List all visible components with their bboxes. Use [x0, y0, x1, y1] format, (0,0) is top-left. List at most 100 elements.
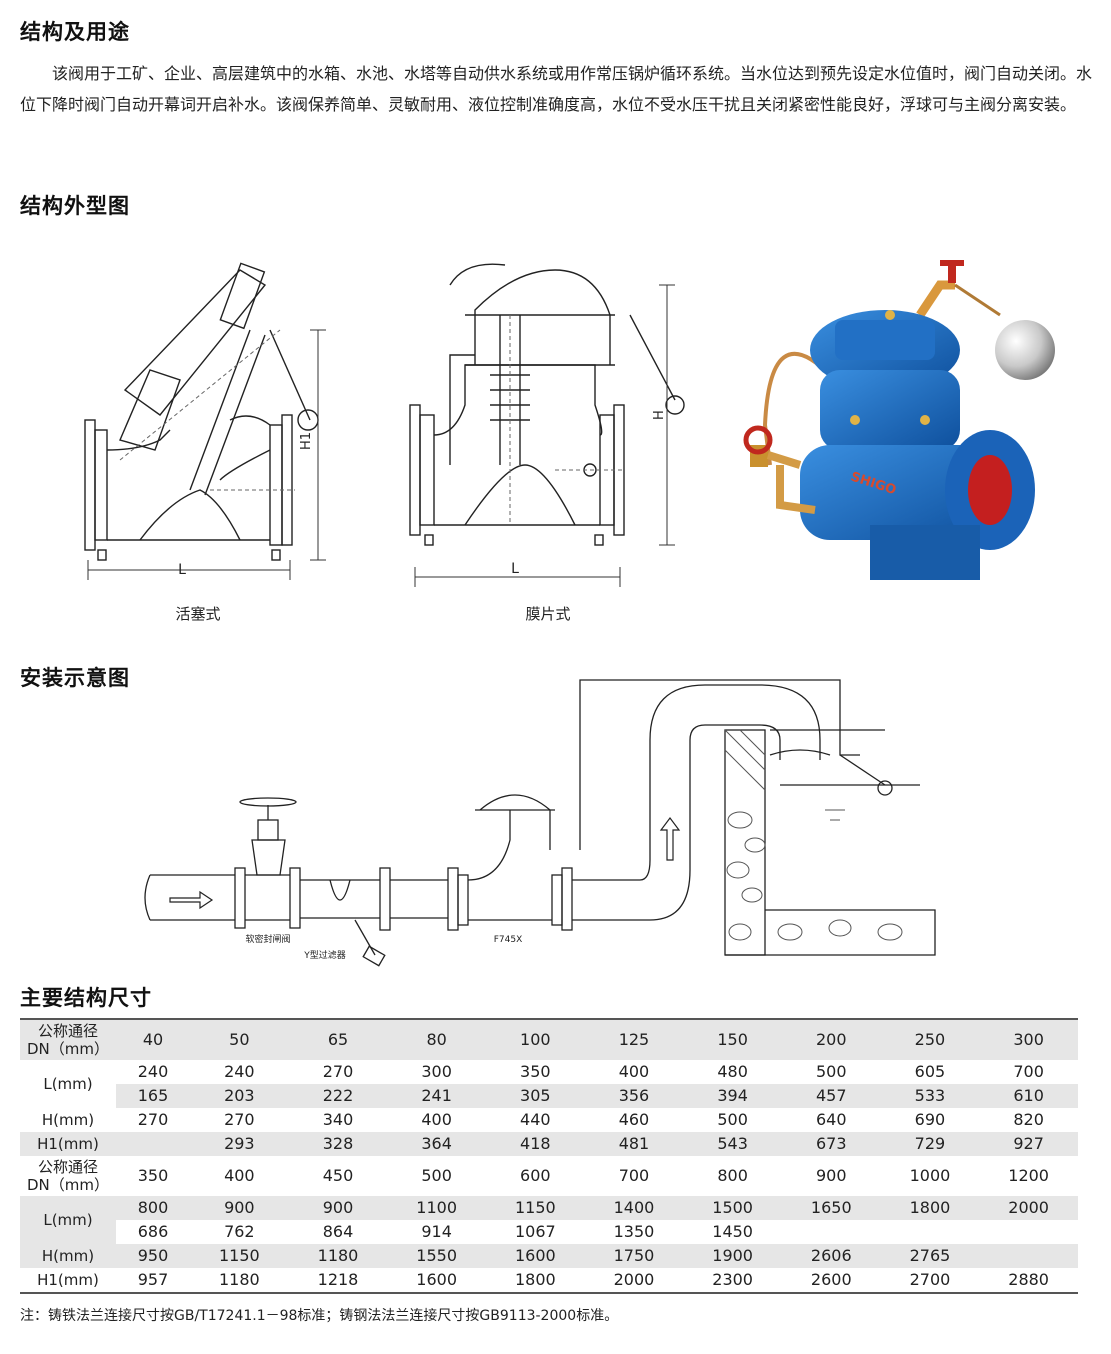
section-title-installation: 安装示意图 — [20, 665, 130, 690]
table-row: 165 203 222 241 305 356 394 457 533 610 — [20, 1084, 1078, 1108]
table-row: 公称通径 DN（mm） 350 400 450 500 600 700 800 … — [20, 1156, 1078, 1196]
table-cell — [116, 1132, 191, 1156]
table-cell: 1550 — [387, 1244, 486, 1268]
table-row: H(mm) 270 270 340 400 440 460 500 640 69… — [20, 1108, 1078, 1132]
diaphragm-valve-drawing: L H — [409, 263, 685, 587]
valve-product-photo: SHIGO — [743, 260, 1055, 580]
table-cell: 240 — [224, 1062, 255, 1081]
table-cell: 820 — [1013, 1110, 1044, 1129]
table-cell: 1600 — [485, 1244, 585, 1268]
table-cell: 927 — [979, 1132, 1078, 1156]
caption-piston: 活塞式 — [175, 605, 221, 623]
table-cell: 2765 — [880, 1244, 980, 1268]
h-header: H(mm) — [20, 1244, 116, 1268]
table-cell: 400 — [224, 1166, 255, 1185]
table-cell: 100 — [485, 1019, 585, 1060]
table-cell: 762 — [224, 1222, 255, 1241]
section-title-dimensions: 主要结构尺寸 — [20, 985, 152, 1010]
table-cell: 1500 — [683, 1196, 782, 1220]
usage-paragraph: 该阀用于工矿、企业、高层建筑中的水箱、水池、水塔等自动供水系统或用作常压锅炉循环… — [20, 64, 1093, 114]
dn-header: 公称通径 DN（mm） — [27, 1158, 109, 1194]
section-title-usage: 结构及用途 — [20, 19, 130, 44]
table-cell: 328 — [288, 1132, 388, 1156]
standards-note: 注：铸铁法兰连接尺寸按GB/T17241.1－98标准；铸钢法法兰连接尺寸按GB… — [20, 1308, 619, 1324]
table-cell: 1650 — [781, 1196, 881, 1220]
table-cell: 340 — [322, 1110, 354, 1129]
table-cell: 2700 — [909, 1270, 951, 1289]
table-cell: 500 — [816, 1062, 847, 1081]
table-cell: 700 — [618, 1166, 650, 1185]
table-cell: 80 — [387, 1019, 486, 1060]
table-cell: 1180 — [218, 1270, 260, 1289]
table-cell: 222 — [288, 1084, 388, 1108]
label-strainer: Y型过滤器 — [303, 949, 346, 961]
table-cell: 480 — [717, 1062, 748, 1081]
table-cell: 1067 — [514, 1222, 556, 1241]
table-cell: 2300 — [712, 1270, 753, 1289]
table-row: L(mm) 800 900 900 1100 1150 1400 1500 16… — [20, 1196, 1078, 1244]
table-cell: 1800 — [880, 1196, 980, 1220]
table-cell: 418 — [485, 1132, 585, 1156]
table-cell: 460 — [618, 1110, 650, 1129]
label-main-valve: F745X — [494, 935, 523, 945]
table-cell: 65 — [288, 1019, 388, 1060]
piston-valve-drawing: L H1 — [84, 262, 326, 580]
dim-label-h: H — [652, 410, 667, 420]
table-cell: 1450 — [712, 1222, 753, 1241]
dimension-table: 公称通径 DN（mm） 40 50 65 80 100 125 150 200 … — [20, 1018, 1078, 1294]
table-cell: 1150 — [190, 1244, 289, 1268]
l-header: L(mm) — [20, 1196, 116, 1244]
table-cell: 356 — [584, 1084, 684, 1108]
dim-label-l: L — [511, 561, 519, 577]
table-cell: 1400 — [584, 1196, 684, 1220]
table-cell — [881, 1220, 980, 1244]
table-cell: 270 — [322, 1062, 354, 1081]
table-cell: 364 — [387, 1132, 486, 1156]
table-cell: 250 — [880, 1019, 980, 1060]
table-cell: 900 — [190, 1196, 289, 1220]
table-cell: 900 — [816, 1166, 847, 1185]
table-row: H1(mm) 293 328 364 418 481 543 673 729 9… — [20, 1132, 1078, 1156]
label-gate-valve: 软密封闸阀 — [245, 933, 290, 945]
table-cell: 729 — [880, 1132, 980, 1156]
table-cell: 293 — [190, 1132, 289, 1156]
table-cell: 700 — [1013, 1062, 1044, 1081]
table-cell: 600 — [520, 1166, 551, 1185]
h-header: H(mm) — [41, 1111, 95, 1129]
table-cell: 1350 — [613, 1222, 655, 1241]
table-row: 686 762 864 914 1067 1350 1450 — [20, 1220, 1078, 1244]
table-cell: 605 — [914, 1062, 946, 1081]
table-cell: 500 — [421, 1166, 452, 1185]
table-cell: 300 — [421, 1062, 452, 1081]
table-cell: 1150 — [485, 1196, 585, 1220]
table-cell: 1900 — [683, 1244, 782, 1268]
table-cell: 40 — [116, 1019, 191, 1060]
table-cell: 1218 — [317, 1270, 359, 1289]
table-cell: 1800 — [514, 1270, 556, 1289]
table-cell: 1100 — [387, 1196, 486, 1220]
table-cell: 1750 — [584, 1244, 684, 1268]
table-cell: 150 — [683, 1019, 782, 1060]
table-cell: 864 — [322, 1222, 354, 1241]
installation-diagram: 软密封闸阀 Y型过滤器 F745X — [144, 679, 936, 967]
table-cell: 305 — [485, 1084, 585, 1108]
table-cell: 2880 — [1008, 1270, 1049, 1289]
table-cell: 1200 — [1008, 1166, 1049, 1185]
table-cell: 450 — [322, 1166, 354, 1185]
table-cell: 300 — [979, 1019, 1078, 1060]
table-cell — [782, 1220, 881, 1244]
table-cell: 165 — [116, 1084, 191, 1108]
table-cell: 481 — [584, 1132, 684, 1156]
table-cell: 350 — [520, 1062, 551, 1081]
table-cell: 1000 — [909, 1166, 951, 1185]
table-cell: 2600 — [810, 1270, 852, 1289]
table-cell: 1180 — [288, 1244, 388, 1268]
table-cell: 900 — [288, 1196, 388, 1220]
table-cell: 241 — [387, 1084, 486, 1108]
table-row: H(mm) 950 1150 1180 1550 1600 1750 1900 … — [20, 1244, 1078, 1268]
table-cell: 2000 — [613, 1270, 655, 1289]
table-cell: 400 — [421, 1110, 452, 1129]
table-cell — [979, 1244, 1078, 1268]
table-cell: 394 — [683, 1084, 782, 1108]
table-cell: 440 — [520, 1110, 551, 1129]
